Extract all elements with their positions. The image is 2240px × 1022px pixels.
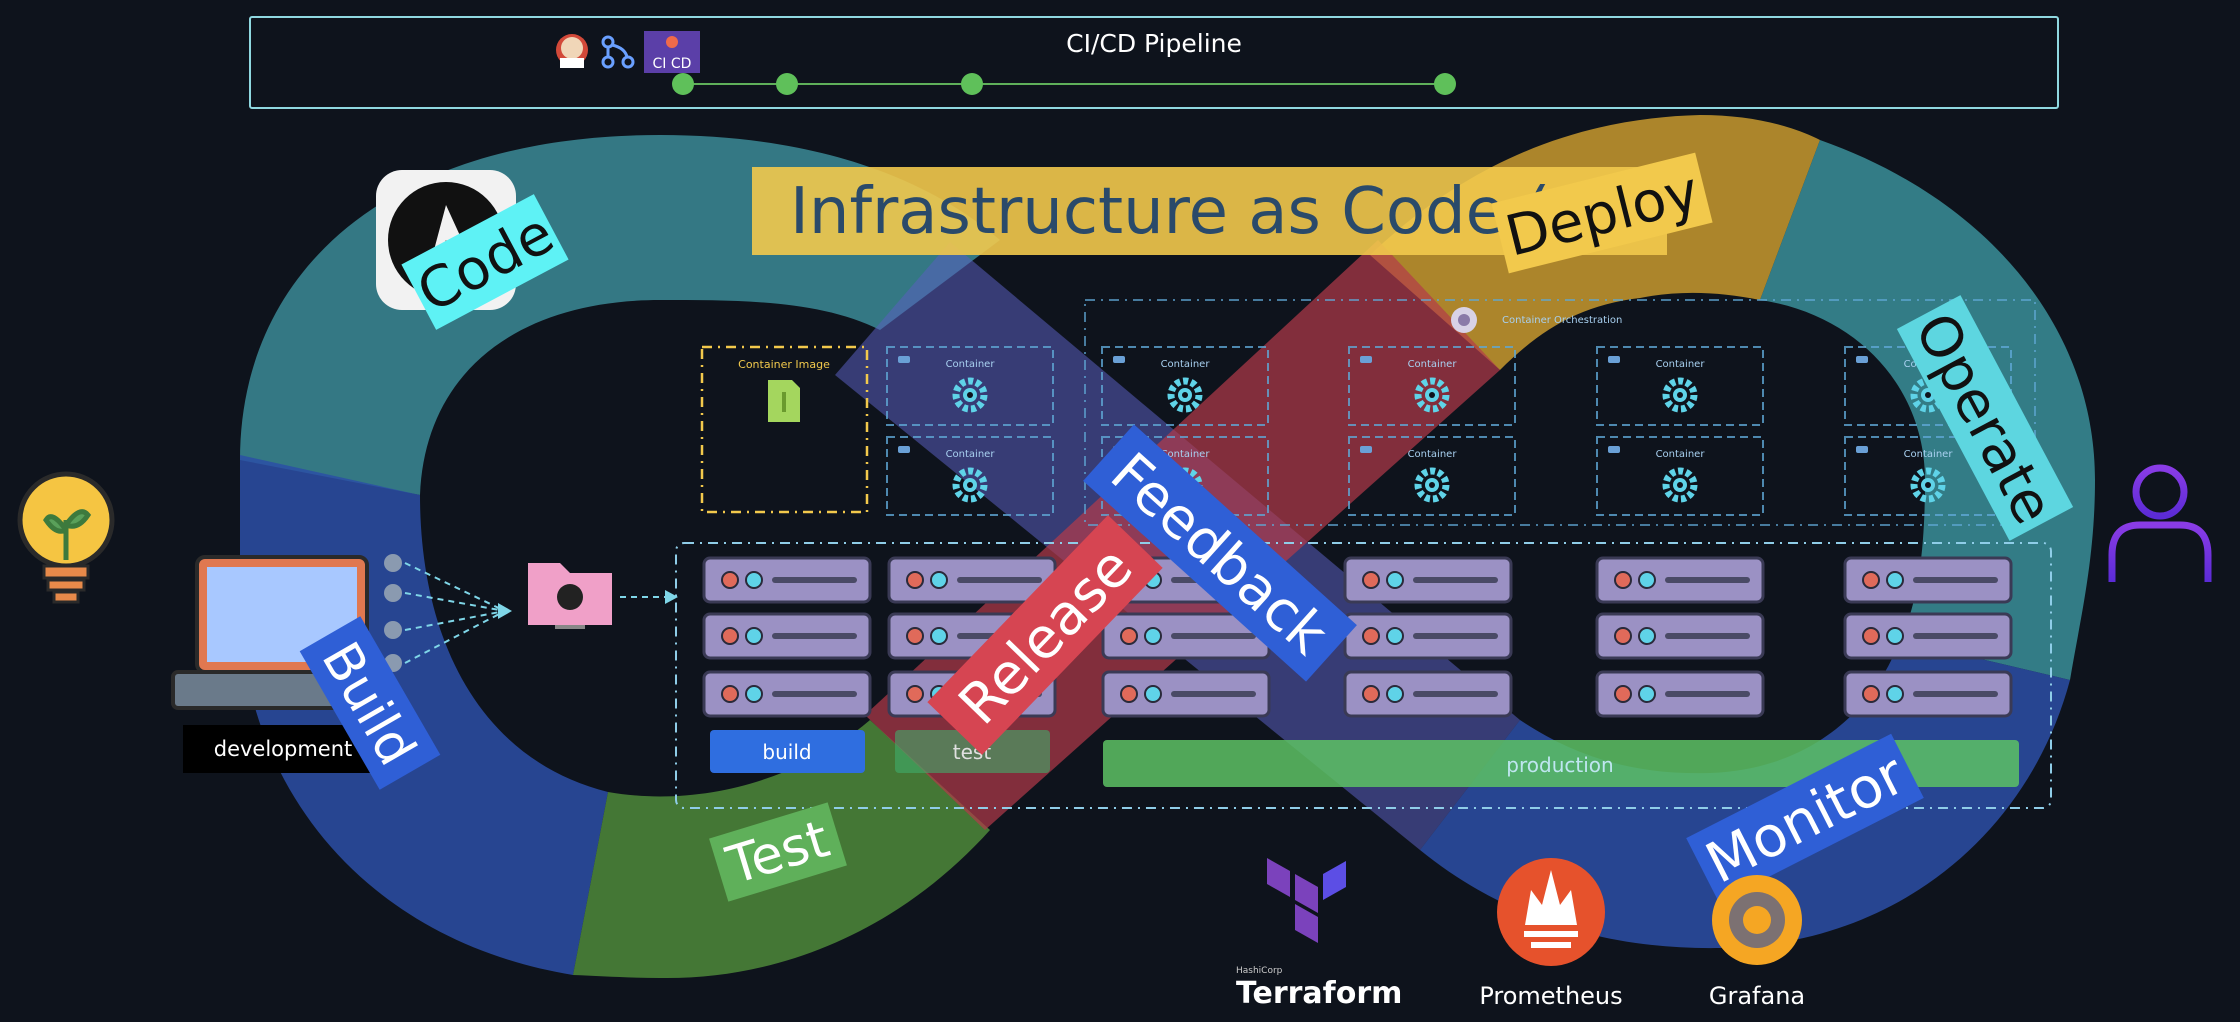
jenkins-icon (556, 34, 588, 68)
docker-icon (1360, 356, 1372, 363)
pipeline-stage-dot (1434, 73, 1456, 95)
container-image-box: Container Image (700, 345, 869, 514)
gear-icon (1662, 467, 1698, 503)
environments-panel (675, 542, 2052, 809)
container-box: Container (886, 436, 1054, 516)
container-box: Container (1348, 346, 1516, 426)
server-unit (1595, 612, 1765, 660)
loop-label-test: Test (709, 802, 847, 902)
prometheus-logo: Prometheus (1479, 858, 1623, 1010)
cicd-pipeline-panel: CI/CD Pipeline CI CD (249, 16, 2059, 109)
loop-segment-operate (1760, 140, 2095, 680)
docker-icon (1856, 446, 1868, 453)
server-unit (702, 670, 872, 718)
grafana-logo: Grafana (1709, 875, 1805, 1010)
docker-icon (1856, 356, 1868, 363)
docker-icon (1608, 446, 1620, 453)
server-unit (702, 556, 872, 604)
container-image-label: Container Image (738, 358, 830, 371)
iac-banner-text: Infrastructure as Code ( (790, 175, 1550, 249)
file-zip-icon (768, 380, 800, 422)
repo-folder-icon (528, 563, 612, 629)
pipeline-stage-dot (776, 73, 798, 95)
orchestration-cluster: Container Orchestration (1084, 299, 2036, 526)
gear-icon (952, 377, 988, 413)
server-unit (1343, 612, 1513, 660)
container-label: Container (1408, 359, 1458, 370)
container-label: Container (1408, 449, 1458, 460)
gear-icon (1414, 377, 1450, 413)
gear-icon (1414, 467, 1450, 503)
container-box: Container (886, 346, 1054, 426)
server-unit (887, 556, 1057, 604)
gear-icon (1662, 377, 1698, 413)
pipeline-stage-dot (961, 73, 983, 95)
docker-icon (898, 356, 910, 363)
prometheus-name: Prometheus (1479, 982, 1622, 1010)
cicd-badge-icon: CI CD (644, 31, 700, 73)
server-unit (1101, 670, 1271, 718)
container-label: Container (1161, 449, 1211, 460)
git-branch-icon (601, 35, 635, 69)
container-box: Container (1348, 436, 1516, 516)
cicd-badge-text: CI CD (653, 56, 692, 72)
pipeline-stage-dot (672, 73, 694, 95)
commit-arrows (404, 562, 670, 664)
server-unit (1843, 612, 2013, 660)
terraform-logo: HashiCorp Terraform (1236, 858, 1402, 1011)
container-box: Container (1101, 346, 1269, 426)
server-unit (1101, 612, 1271, 660)
env-test-badge: test (895, 730, 1050, 773)
server-unit (702, 612, 872, 660)
container-label: Container (1656, 449, 1706, 460)
gear-icon (952, 467, 988, 503)
container-box: Container (1596, 346, 1764, 426)
user-icon (2108, 464, 2212, 582)
docker-icon (898, 446, 910, 453)
container-label: Container (1904, 449, 1954, 460)
env-production-badge: production (1103, 740, 2019, 787)
gear-icon (1167, 377, 1203, 413)
docker-icon (1608, 356, 1620, 363)
server-unit (1843, 556, 2013, 604)
orchestration-label: Container Orchestration (1502, 315, 1622, 326)
container-box: Container (1844, 436, 2012, 516)
grafana-name: Grafana (1709, 982, 1805, 1010)
pipeline-title: CI/CD Pipeline (1066, 29, 1242, 58)
arrowhead (665, 590, 678, 604)
server-unit (1343, 670, 1513, 718)
server-unit (1843, 670, 2013, 718)
server-grid (702, 556, 2013, 718)
terraform-brand: HashiCorp (1236, 966, 1283, 976)
env-build-badge: build (710, 730, 865, 773)
container-label: Container (946, 449, 996, 460)
kubernetes-icon (1451, 307, 1477, 333)
server-unit (1595, 556, 1765, 604)
docker-icon (1113, 356, 1125, 363)
container-label: Container (1656, 359, 1706, 370)
lightbulb-icon (17, 471, 115, 604)
env-production-label: production (1506, 753, 1613, 777)
env-build-label: build (762, 740, 811, 764)
gear-icon (1910, 467, 1946, 503)
development-label: development (214, 737, 353, 761)
server-unit (1343, 556, 1513, 604)
container-label: Container (946, 359, 996, 370)
container-label: Container (1161, 359, 1211, 370)
container-box: Container (1596, 436, 1764, 516)
docker-icon (1360, 446, 1372, 453)
loop-segment-build (240, 455, 608, 975)
terraform-name: Terraform (1236, 976, 1402, 1011)
server-unit (1595, 670, 1765, 718)
arrowhead (498, 603, 512, 619)
